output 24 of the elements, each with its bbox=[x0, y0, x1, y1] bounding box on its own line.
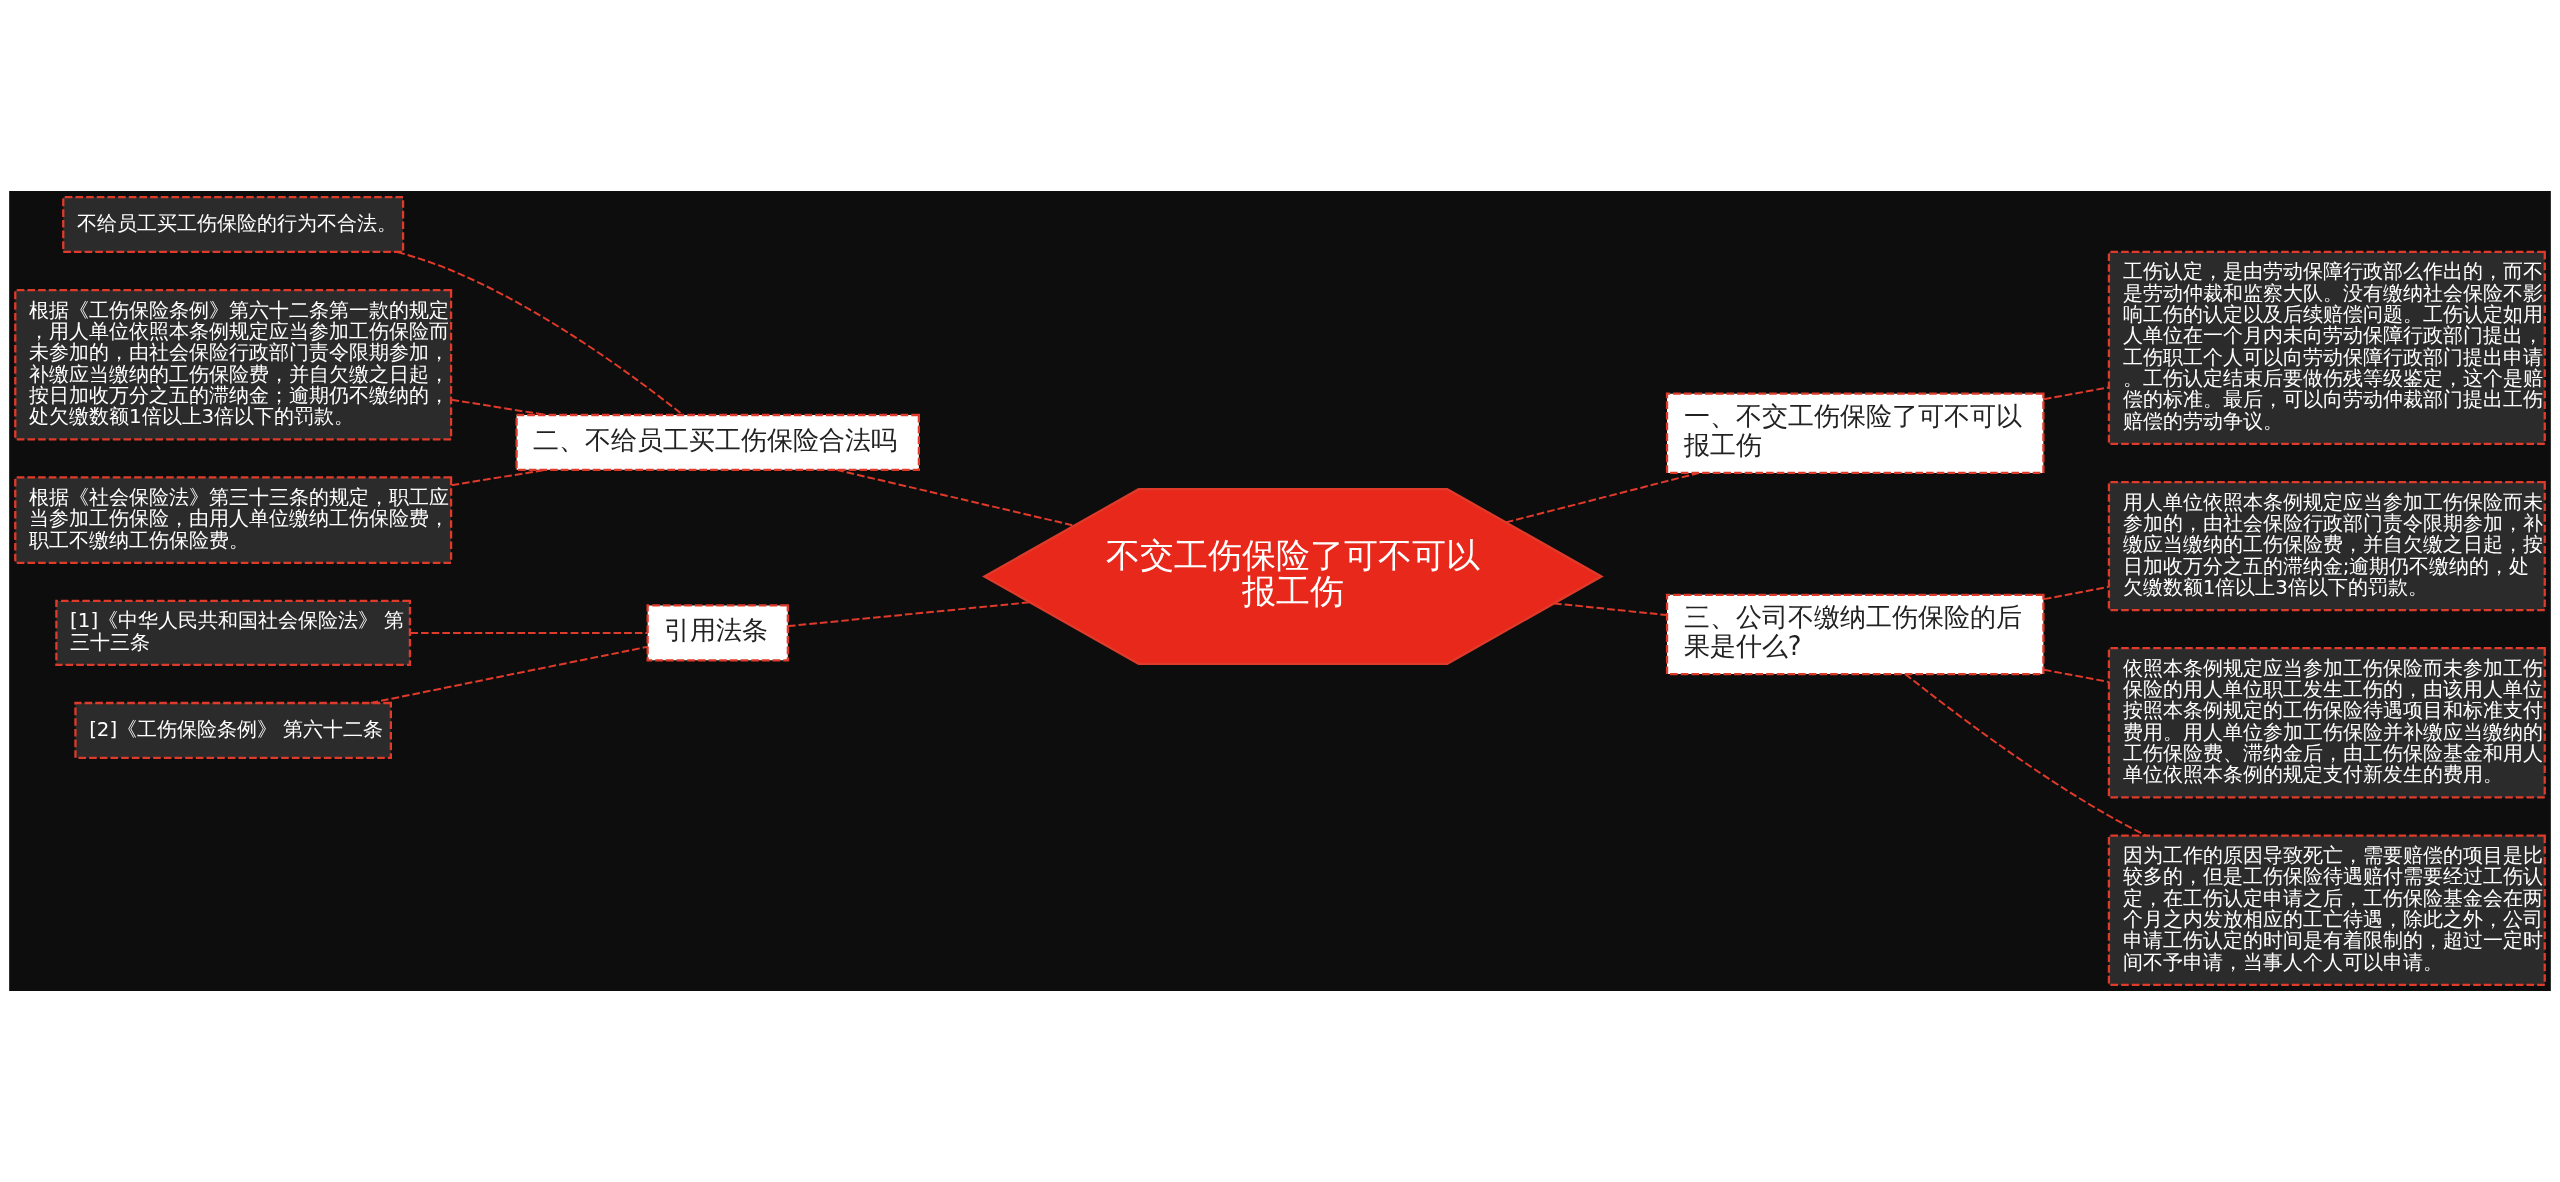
node-box: [2]《工伤保险条例》 第六十二条 bbox=[74, 701, 392, 759]
connector bbox=[835, 468, 1075, 527]
connector bbox=[369, 645, 649, 704]
node-box: 不给员工买工伤保险的行为不合法。 bbox=[62, 195, 405, 254]
node-box: 二、不给员工买工伤保险合法吗 bbox=[515, 413, 920, 471]
node-box: 工伤认定，是由劳动保障行政部么作出的，而不是劳动仲裁和监察大队。没有缴纳社会保险不影响工伤的认定以及后续赔偿问题。工伤认定如用人单位在一个月内未向劳动保障行政部门提出，工伤职工个人可以向劳动保障行政部门提出申请。工伤认定结束后要做伤残等级鉴定，这个是赔偿的标准。最后，可以向劳动仲裁部门提出工伤赔偿的劳动争议。 bbox=[2107, 250, 2546, 446]
connector bbox=[1553, 602, 1668, 617]
node-box: 根据《社会保险法》第三十三条的规定，职工应当参加工伤保险，由用人单位缴纳工伤保险费，职工不缴纳工伤保险费。 bbox=[14, 476, 453, 564]
connector bbox=[396, 251, 684, 416]
connector bbox=[2042, 585, 2110, 601]
connector bbox=[409, 631, 649, 634]
node-box: 用人单位依照本条例规定应当参加工伤保险而未参加的，由社会保险行政部门责令限期参加，补缴应当缴纳的工伤保险费，并自欠缴之日起，按日加收万分之五的滞纳金;逾期仍不缴纳的，处欠缴数额1倍以上3倍以下的罚款。 bbox=[2107, 480, 2546, 612]
connector bbox=[1904, 673, 2147, 837]
node-box: 一、不交工伤保险了可不可以报工伤 bbox=[1665, 392, 2045, 475]
node-box: 引用法条 bbox=[646, 604, 789, 662]
node-box: [1]《中华人民共和国社会保险法》 第三十三条 bbox=[55, 599, 412, 667]
connector bbox=[2042, 668, 2110, 683]
connector bbox=[1504, 472, 1700, 524]
node-box: 依照本条例规定应当参加工伤保险而未参加工伤保险的用人单位职工发生工伤的，由该用人单位按照本条例规定的工伤保险待遇项目和标准支付费用。用人单位参加工伤保险并补缴应当缴纳的工伤保险费、滞纳金后，由工伤保险基金和用人单位依照本条例的规定支付新发生的费用。 bbox=[2107, 647, 2546, 799]
connector bbox=[2042, 386, 2110, 401]
node-box: 三、公司不缴纳工伤保险的后果是什么? bbox=[1665, 593, 2045, 676]
node-box: 根据《工伤保险条例》第六十二条第一款的规定，用人单位依照本条例规定应当参加工伤保险而未参加的，由社会保险行政部门责令限期参加，补缴应当缴纳的工伤保险费，并自欠缴之日起，按日加收万分之五的滞纳金；逾期仍不缴纳的，处欠缴数额1倍以上3倍以下的罚款。 bbox=[14, 288, 453, 441]
connector bbox=[787, 601, 1031, 628]
node-box: 因为工作的原因导致死亡，需要赔偿的项目是比较多的，但是工伤保险待遇赔付需要经过工伤认定，在工伤认定申请之后，工伤保险基金会在两个月之内发放相应的工亡待遇，除此之外，公司申请工伤认定的时间是有着限制的，超过一定时间不予申请，当事人个人可以申请。 bbox=[2107, 834, 2546, 987]
